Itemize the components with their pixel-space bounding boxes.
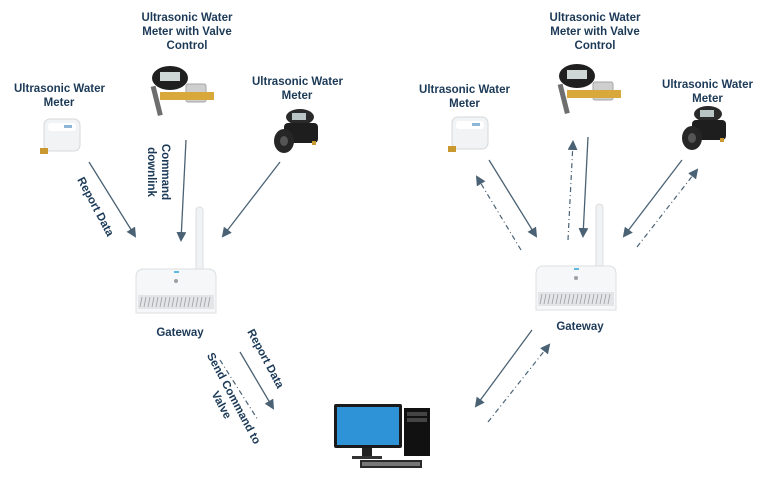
valve-water-meter-icon [146, 62, 216, 118]
label-line: Control [574, 40, 616, 52]
flanged-water-meter-icon [680, 102, 732, 154]
arrow-r-meter-right-to-gateway [622, 159, 683, 238]
gateway-router-icon [132, 205, 222, 320]
label-line: downlink [145, 147, 157, 197]
label-r-meter-left: Ultrasonic Water Meter [417, 83, 512, 111]
label-line: Meter with Valve [142, 26, 232, 38]
label-meter-left: Ultrasonic Water Meter [14, 82, 105, 110]
arrow-r-meter-center-to-gateway [578, 136, 589, 238]
label-gateway-left: Gateway [156, 327, 204, 339]
valve-water-meter-icon [553, 60, 623, 116]
flanged-water-meter-icon [272, 105, 324, 157]
label-gateway-right: Gateway [556, 321, 604, 333]
label-line: Ultrasonic Water [14, 83, 105, 95]
label-line: Ultrasonic Water [662, 79, 753, 91]
label-line: Ultrasonic Water [141, 12, 233, 24]
label-line: Command [159, 143, 171, 201]
label-meter-center: Ultrasonic Water Meter with Valve Contro… [137, 11, 237, 53]
gateway-router-icon [532, 202, 622, 317]
ultrasonic-water-meter-icon [40, 115, 86, 157]
label-line: Ultrasonic Water [252, 76, 343, 88]
arrow-gateway-report-data [239, 351, 275, 410]
dashed-r-gateway-to-meter-right [636, 168, 699, 248]
dashed-r-gateway-to-meter-left [475, 175, 522, 251]
label-line: Meter [281, 90, 313, 102]
arrow-r-meter-left-to-gateway [488, 159, 538, 238]
arrow-meter-left-to-gateway [88, 161, 137, 238]
label-r-meter-center: Ultrasonic Water Meter with Valve Contro… [545, 11, 645, 53]
label-line: Control [166, 40, 208, 52]
label-line: Meter [43, 97, 75, 109]
label-line: Ultrasonic Water [549, 12, 641, 24]
label-line: Meter with Valve [550, 26, 640, 38]
arrow-meter-right-to-gateway [221, 161, 281, 238]
label-line: Ultrasonic Water [419, 84, 510, 96]
annotation-command-downlink: Command downlink [144, 142, 172, 202]
label-meter-right: Ultrasonic Water Meter [252, 75, 343, 103]
arrow-command-downlink [176, 139, 187, 242]
ultrasonic-water-meter-icon [448, 113, 494, 155]
dashed-r-gateway-to-meter-center [567, 140, 578, 241]
desktop-computer-icon [332, 402, 434, 472]
label-line: Meter [449, 98, 480, 110]
dashed-r-server-to-gateway [487, 343, 551, 423]
arrow-r-gateway-to-server [474, 329, 533, 408]
